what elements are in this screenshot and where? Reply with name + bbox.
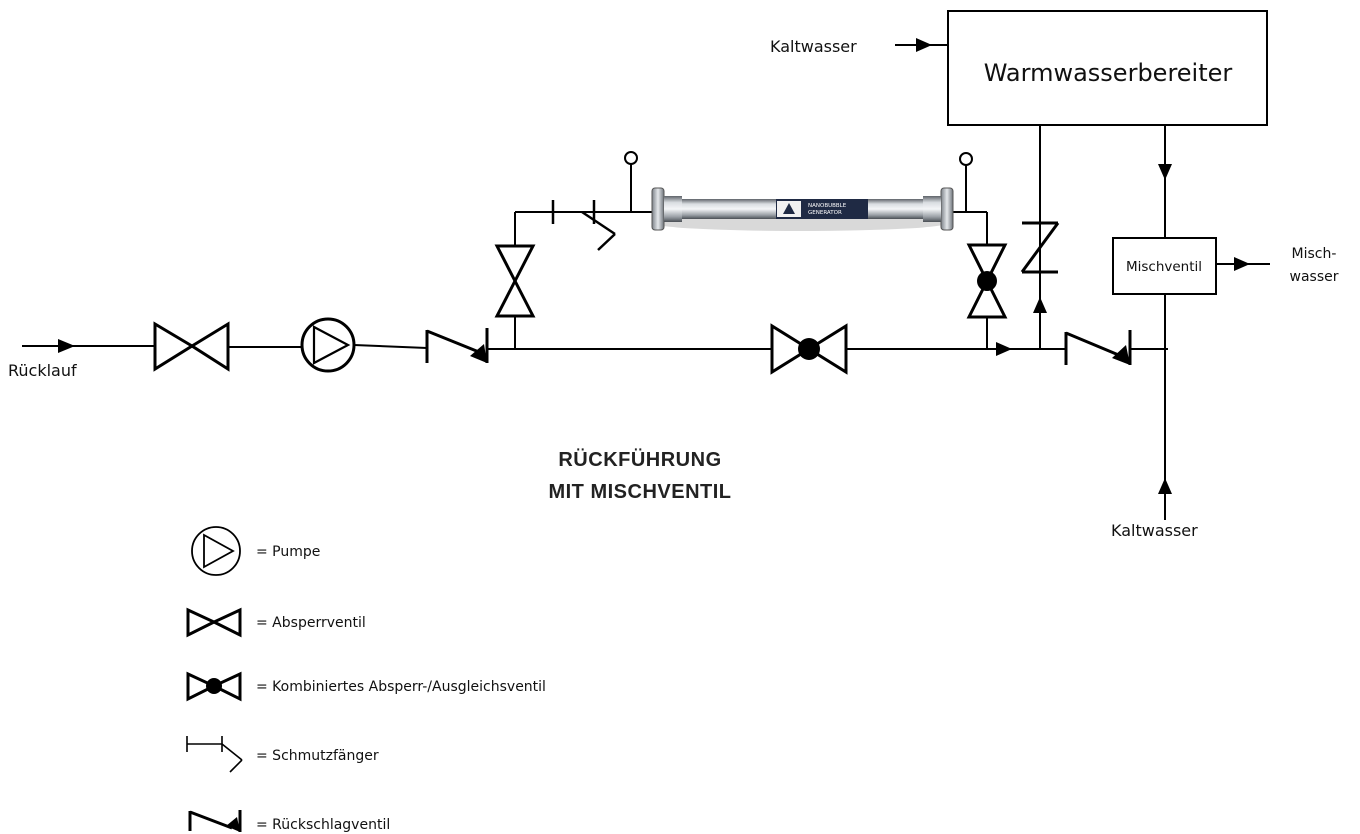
balancing-valve-icon xyxy=(966,243,1008,319)
label-kaltwasser-top: Kaltwasser xyxy=(770,37,857,56)
gate-valve-icon xyxy=(186,607,242,638)
check-valve-icon xyxy=(188,810,242,832)
label-mischwasser-line2: wasser xyxy=(1290,269,1339,285)
legend-item: = Rückschlagventil xyxy=(188,810,390,833)
legend-item: = Pumpe xyxy=(191,526,320,576)
pump-icon xyxy=(300,317,356,373)
mixing-valve: Mischventil xyxy=(1112,237,1217,295)
strainer-icon xyxy=(551,200,616,251)
legend-text: = Schmutzfänger xyxy=(256,748,379,764)
generator-label-line2: GENERATOR xyxy=(808,210,842,216)
balancing-valve-icon xyxy=(186,671,242,702)
label-mischwasser-line1: Misch- xyxy=(1292,246,1337,262)
legend-item: = Absperrventil xyxy=(186,607,366,638)
strainer-icon xyxy=(186,736,243,773)
diagram-title-line1: RÜCKFÜHRUNG xyxy=(558,448,721,471)
legend-item: = Schmutzfänger xyxy=(186,736,379,773)
gate-valve-icon xyxy=(494,244,536,318)
sensor-icon xyxy=(959,152,973,166)
mixing-valve-label: Mischventil xyxy=(1126,259,1202,275)
sensor-icon xyxy=(624,151,638,165)
arrow-down-icon xyxy=(1158,164,1172,180)
legend-item: = Kombiniertes Absperr-/Ausgleichsventil xyxy=(186,671,546,702)
logo-icon xyxy=(783,203,795,214)
arrow-right-icon xyxy=(1234,257,1250,271)
check-valve-icon xyxy=(1020,221,1060,274)
generator-label-line1: NANOBUBBLE xyxy=(808,203,847,209)
arrow-up-icon xyxy=(1033,297,1047,313)
flow-arrows xyxy=(58,38,1250,494)
gate-valve-icon xyxy=(153,321,230,372)
arrow-right-icon xyxy=(58,339,75,353)
pump-icon xyxy=(191,526,241,576)
check-valve-icon xyxy=(425,328,489,363)
legend: = Pumpe = Absperrventil = Kombiniertes A… xyxy=(186,526,546,833)
water-heater: Warmwasserbereiter xyxy=(947,10,1268,126)
balancing-valve-icon xyxy=(770,323,848,375)
nanobubble-generator: NANOBUBBLE GENERATOR xyxy=(651,187,954,231)
label-ruecklauf: Rücklauf xyxy=(8,361,77,380)
legend-text: = Kombiniertes Absperr-/Ausgleichsventil xyxy=(256,679,546,695)
arrow-right-icon xyxy=(916,38,932,52)
label-kaltwasser-bottom: Kaltwasser xyxy=(1111,521,1198,540)
legend-text: = Absperrventil xyxy=(256,615,366,631)
water-heater-label: Warmwasserbereiter xyxy=(984,59,1233,87)
arrow-right-icon xyxy=(996,342,1012,356)
check-valve-icon xyxy=(1064,330,1132,365)
legend-text: = Rückschlagventil xyxy=(256,817,390,833)
legend-text: = Pumpe xyxy=(256,544,320,560)
arrow-up-icon xyxy=(1158,478,1172,494)
diagram-title-line2: MIT MISCHVENTIL xyxy=(548,481,731,503)
